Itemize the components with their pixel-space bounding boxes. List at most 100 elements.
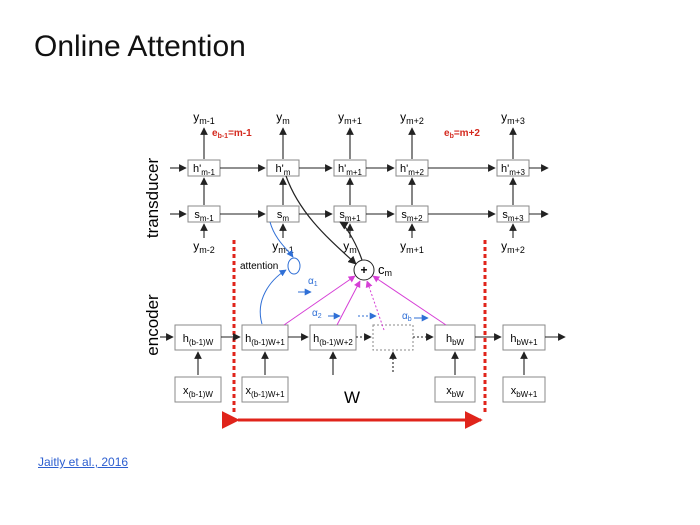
encoder-h-label-5-sub: bW+1 — [517, 338, 539, 347]
encoder-x-label-2-main: x — [446, 385, 452, 397]
transducer-y-out-3-sub: m+2 — [406, 116, 424, 126]
transducer-y-out-4: ym+3 — [501, 110, 525, 126]
alpha2-sub: 2 — [318, 313, 322, 320]
encoder-h-label-0-main: h — [183, 333, 189, 345]
encoder-h-label-4-sub: bW — [452, 338, 464, 347]
transducer-s-label-1-sub: m — [282, 214, 289, 223]
transducer-y-out-2: ym+1 — [338, 110, 362, 126]
transducer-h-label-3-sub: m+2 — [408, 168, 424, 177]
transducer-y-out-0: ym-1 — [193, 110, 215, 126]
transducer-h-label-1-main: h' — [276, 163, 284, 175]
alpha1-label: α1 — [308, 276, 318, 288]
encoder-x-label-0: x(b-1)W — [183, 385, 213, 399]
eb1-rest: =m-1 — [228, 128, 252, 139]
encoder-h-label-2-main: h — [313, 333, 319, 345]
transducer-h-label-3-main: h' — [400, 163, 408, 175]
transducer-h-label-0-main: h' — [193, 163, 201, 175]
transducer-h-label-1: h'm — [276, 163, 291, 177]
transducer-y-in-1: ym-1 — [272, 239, 294, 255]
encoder-h-label-4-main: h — [446, 333, 452, 345]
alpha2-label: α2 — [312, 308, 322, 320]
encoder-h-label-0-sub: (b-1)W — [189, 338, 214, 347]
transducer-y-out-2-sub: m+1 — [344, 116, 362, 126]
transducer-s-label-0-sub: m-1 — [200, 214, 214, 223]
hm-to-attention-curve — [285, 175, 357, 265]
transducer-y-in-4-main: y — [501, 239, 507, 253]
transducer-y-in-2-sub: m — [349, 245, 357, 255]
alphab-sub: b — [408, 316, 412, 323]
encoder-x-box-3 — [502, 376, 546, 403]
transducer-s-label-3: sm+2 — [401, 209, 423, 223]
attention-node — [287, 257, 301, 275]
encoder-h-box-3 — [372, 324, 414, 351]
alpha2-main: α — [312, 308, 318, 319]
transducer-y-out-3: ym+2 — [400, 110, 424, 126]
citation-link[interactable]: Jaitly et al., 2016 — [38, 455, 129, 469]
eb-rest: =m+2 — [454, 128, 481, 139]
attention-label: attention — [240, 261, 278, 272]
transducer-y-in-0-sub: m-2 — [199, 245, 215, 255]
cm-sub: m — [385, 268, 393, 278]
encoder-x-label-3-main: x — [511, 385, 517, 397]
encoder-x-box-0 — [174, 376, 222, 403]
transducer-y-in-3-sub: m+1 — [406, 245, 424, 255]
transducer-y-in-2: ym — [343, 239, 357, 255]
context-sum-node — [353, 259, 375, 281]
encoder-label: encoder — [143, 294, 162, 356]
transducer-y-in-4: ym+2 — [501, 239, 525, 255]
transducer-s-label-3-sub: m+2 — [407, 214, 423, 223]
transducer-s-label-0: sm-1 — [194, 209, 214, 223]
transducer-y-out-4-main: y — [501, 110, 507, 124]
transducer-s-label-1: sm — [277, 209, 290, 223]
transducer-y-out-1: ym — [276, 110, 290, 126]
magenta-line-b — [372, 275, 447, 326]
plus-symbol: + — [360, 263, 367, 277]
transducer-s-label-2-sub: m+1 — [345, 214, 361, 223]
encoder-h-label-2: h(b-1)W+2 — [313, 333, 353, 347]
encoder-h-box-5 — [502, 324, 546, 351]
context-to-s-m+1-curve — [339, 221, 363, 261]
transducer-y-out-0-main: y — [193, 110, 199, 124]
encoder-x-box-1 — [241, 376, 289, 403]
eb1-main: e — [212, 128, 218, 139]
encoder-h-label-1-sub: (b-1)W+1 — [251, 338, 285, 347]
transducer-s-label-4-sub: m+3 — [508, 214, 524, 223]
transducer-h-label-4: h'm+3 — [501, 163, 526, 177]
transducer-y-in-0-main: y — [193, 239, 199, 253]
slide-title: Online Attention — [34, 30, 246, 63]
transducer-s-label-2: sm+1 — [339, 209, 361, 223]
context-vector-label: cm — [378, 262, 392, 278]
transducer-y-in-4-sub: m+2 — [507, 245, 525, 255]
encoder-x-label-1-main: x — [245, 385, 251, 397]
encoder-x-label-3-sub: bW+1 — [516, 390, 538, 399]
encoder-x-label-2: xbW — [446, 385, 464, 399]
alphab-label: αb — [402, 311, 412, 323]
transducer-y-in-2-main: y — [343, 239, 349, 253]
transducer-s-label-3-main: s — [401, 209, 407, 221]
transducer-h-label-4-sub: m+3 — [509, 168, 525, 177]
transducer-h-label-2-main: h' — [338, 163, 346, 175]
encoder-h-label-1-main: h — [245, 333, 251, 345]
transducer-y-out-1-main: y — [276, 110, 282, 124]
encoder-x-label-1-sub: (b-1)W+1 — [251, 390, 285, 399]
transducer-s-label-2-main: s — [339, 209, 345, 221]
encoder-h-label-1: h(b-1)W+1 — [245, 333, 285, 347]
annotation-eb: eb=m+2 — [444, 128, 480, 140]
magenta-line-1 — [283, 275, 356, 326]
transducer-s-label-4: sm+3 — [502, 209, 524, 223]
transducer-y-in-3-main: y — [400, 239, 406, 253]
transducer-s-label-1-main: s — [277, 209, 283, 221]
encoder-h-label-0: h(b-1)W — [183, 333, 214, 347]
attention-from-s-m-curve — [269, 221, 294, 258]
window-label: W — [344, 388, 360, 407]
transducer-y-out-1-sub: m — [282, 116, 290, 126]
transducer-h-label-4-main: h' — [501, 163, 509, 175]
encoder-x-box-2 — [434, 376, 476, 403]
encoder-x-label-3: xbW+1 — [511, 385, 538, 399]
magenta-line-dots — [365, 280, 385, 331]
transducer-y-in-1-main: y — [272, 239, 278, 253]
eb-main: e — [444, 128, 450, 139]
transducer-y-out-0-sub: m-1 — [199, 116, 215, 126]
